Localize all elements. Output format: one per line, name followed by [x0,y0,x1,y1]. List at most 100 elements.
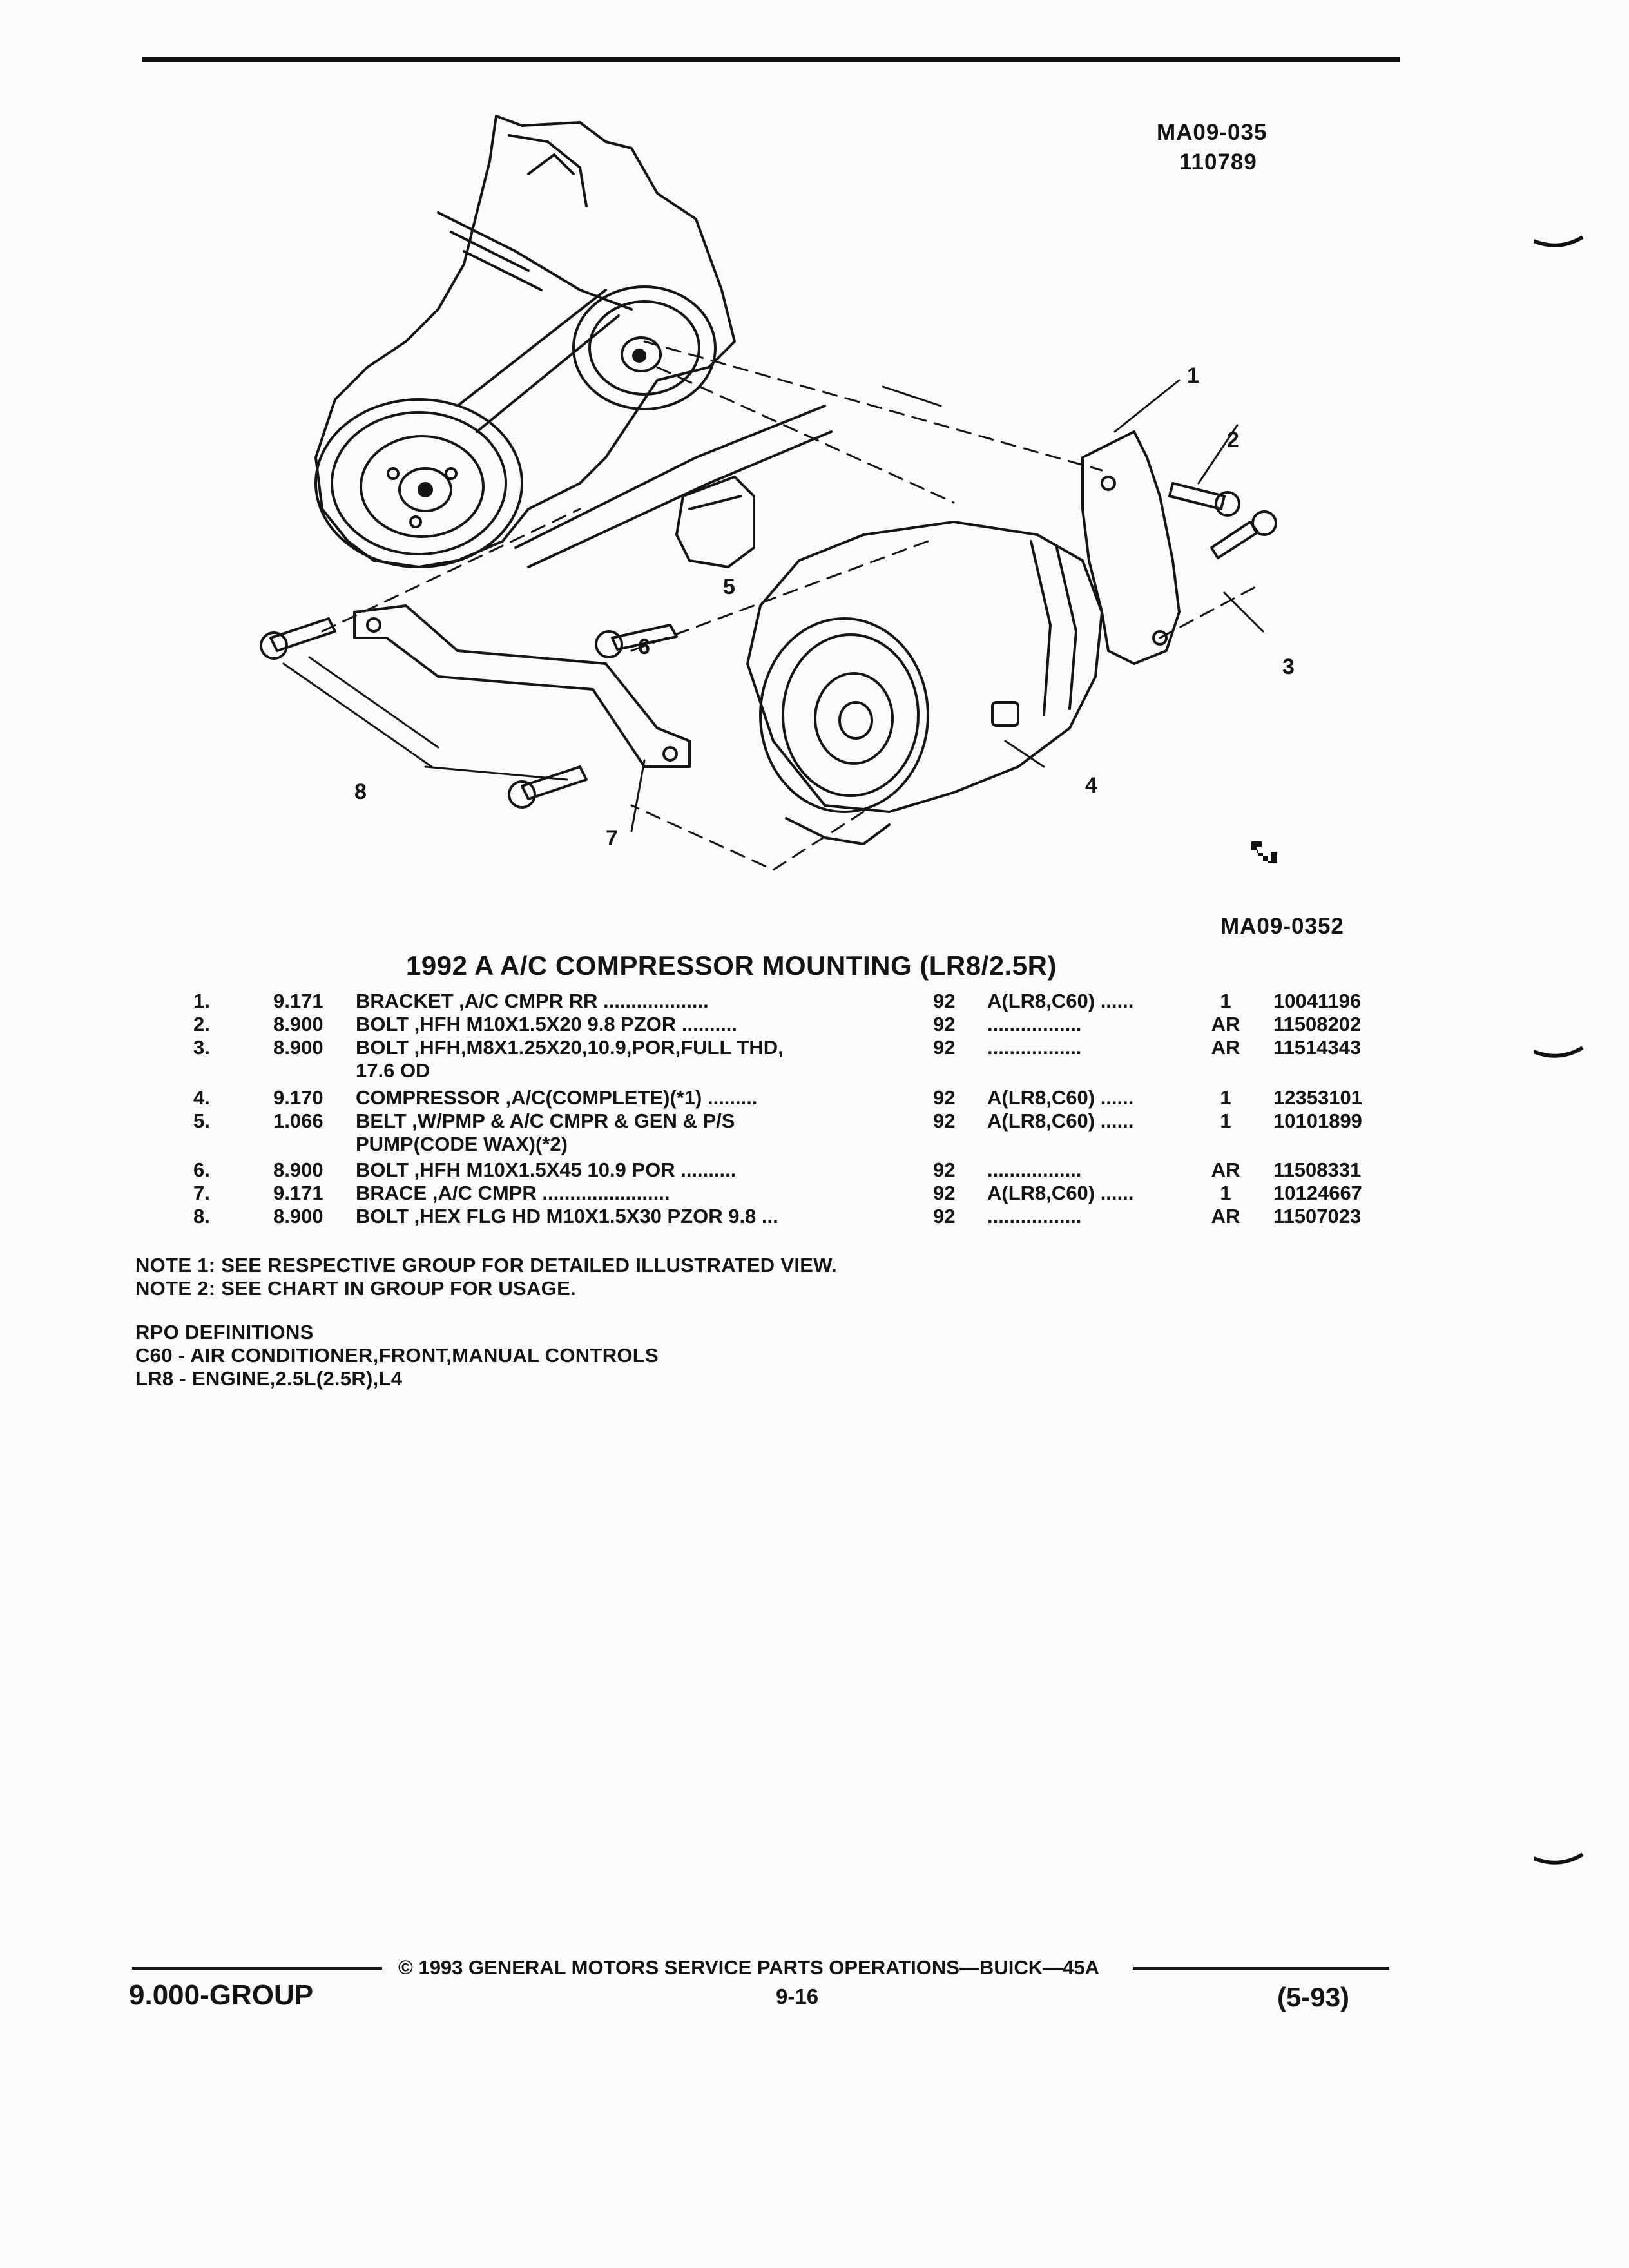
rear-bracket [1081,430,1181,665]
usage-code: A(LR8,C60) ...... [987,1086,1134,1109]
group-number: 1.066 [273,1110,323,1132]
bolts [260,482,1277,809]
quantity: AR [1211,1205,1240,1227]
footer-group: 9.000-GROUP [129,1979,314,2011]
table-row: 3. 8.900 BOLT ,HFH,M8X1.25X20,10.9,POR,F… [0,1036,1629,1059]
usage-code: A(LR8,C60) ...... [987,1182,1134,1204]
usage-code: A(LR8,C60) ...... [987,990,1134,1012]
usage-code: ................. [987,1205,1082,1227]
model-year: 92 [933,990,956,1012]
quantity: 1 [1220,1086,1231,1109]
callout-7: 7 [606,826,618,850]
pump-pulley [572,285,717,410]
rpo-definition: C60 - AIR CONDITIONER,FRONT,MANUAL CONTR… [135,1344,659,1367]
callout-2: 2 [1227,428,1239,452]
figure-id-bottom: MA09-0352 [1220,914,1344,939]
model-year: 92 [933,1205,956,1227]
compressor-brace [353,604,691,768]
usage-code: ................. [987,1036,1082,1059]
table-row: 5. 1.066 BELT ,W/PMP & A/C CMPR & GEN & … [0,1110,1629,1133]
compressor [746,521,1103,845]
part-description: BRACKET ,A/C CMPR RR ................... [356,990,709,1012]
callout-leaders [282,379,1264,832]
item-number: 1. [193,990,210,1012]
part-description-continued: PUMP(CODE WAX)(*2) [356,1133,568,1155]
mount-block [675,476,755,568]
model-year: 92 [933,1036,956,1059]
part-description: COMPRESSOR ,A/C(COMPLETE)(*1) ......... [356,1086,758,1109]
part-description: BRACE ,A/C CMPR ....................... [356,1182,670,1204]
figure-id-top-sub: 110789 [1179,149,1257,175]
quantity: AR [1211,1036,1240,1059]
footer-rule [132,1967,382,1970]
group-number: 8.900 [273,1205,323,1227]
model-year: 92 [933,1013,956,1035]
callout-5: 5 [723,575,735,599]
part-description: BOLT ,HFH M10X1.5X45 10.9 POR .......... [356,1158,737,1181]
model-year: 92 [933,1182,956,1204]
part-description: BOLT ,HFH,M8X1.25X20,10.9,POR,FULL THD, [356,1036,784,1059]
part-number: 11507023 [1273,1205,1362,1227]
callout-3: 3 [1282,655,1295,679]
binder-mark-icon [1534,235,1584,247]
group-number: 9.171 [273,1182,323,1204]
group-number: 9.171 [273,990,323,1012]
page-title: 1992 A A/C COMPRESSOR MOUNTING (LR8/2.5R… [406,950,1057,981]
part-number: 10101899 [1273,1110,1362,1132]
footer-date: (5-93) [1277,1982,1350,2012]
table-row: 4. 9.170 COMPRESSOR ,A/C(COMPLETE)(*1) .… [0,1086,1629,1110]
table-row: 2. 8.900 BOLT ,HFH M10X1.5X20 9.8 PZOR .… [0,1013,1629,1036]
binder-mark-icon [1534,1852,1584,1865]
item-number: 5. [193,1110,210,1132]
part-description: BELT ,W/PMP & A/C CMPR & GEN & P/S [356,1110,735,1132]
quantity: AR [1211,1013,1240,1035]
group-number: 8.900 [273,1036,323,1059]
model-year: 92 [933,1086,956,1109]
drive-belt [456,289,833,568]
model-year: 92 [933,1158,956,1181]
part-number: 11508202 [1273,1013,1362,1035]
table-row: 8. 8.900 BOLT ,HEX FLG HD M10X1.5X30 PZO… [0,1205,1629,1228]
part-description: BOLT ,HFH M10X1.5X20 9.8 PZOR .......... [356,1013,738,1035]
crank-pulley [314,398,523,568]
callout-8: 8 [354,780,367,804]
footer-rule [1133,1967,1389,1970]
callout-1: 1 [1187,363,1199,388]
group-number: 8.900 [273,1013,323,1035]
part-number: 10041196 [1273,990,1362,1012]
table-row: 1. 9.171 BRACKET ,A/C CMPR RR ..........… [0,990,1629,1013]
quantity: 1 [1220,990,1231,1012]
figure-id-top: MA09-035 [1157,120,1268,145]
note-1: NOTE 1: SEE RESPECTIVE GROUP FOR DETAILE… [135,1254,838,1276]
callout-4: 4 [1085,773,1097,798]
quantity: 1 [1220,1182,1231,1204]
quantity: AR [1211,1158,1240,1181]
usage-code: ................. [987,1013,1082,1035]
quantity: 1 [1220,1110,1231,1132]
item-number: 7. [193,1182,210,1204]
item-number: 2. [193,1013,210,1035]
item-number: 3. [193,1036,210,1059]
part-number: 12353101 [1273,1086,1362,1109]
gm-logo-icon [1251,841,1277,863]
group-number: 8.900 [273,1158,323,1181]
item-number: 8. [193,1205,210,1227]
rpo-heading: RPO DEFINITIONS [135,1321,314,1343]
group-number: 9.170 [273,1086,323,1109]
alignment-lines [321,340,1258,871]
part-number: 11508331 [1273,1158,1362,1181]
part-number: 11514343 [1273,1036,1362,1059]
part-number: 10124667 [1273,1182,1362,1204]
rpo-definition: LR8 - ENGINE,2.5L(2.5R),L4 [135,1367,403,1390]
table-row: 7. 9.171 BRACE ,A/C CMPR ...............… [0,1182,1629,1205]
item-number: 4. [193,1086,210,1109]
model-year: 92 [933,1110,956,1132]
item-number: 6. [193,1158,210,1181]
footer-copyright: © 1993 GENERAL MOTORS SERVICE PARTS OPER… [398,1956,1099,1979]
part-description-continued: 17.6 OD [356,1059,430,1082]
usage-code: ................. [987,1158,1082,1181]
usage-code: A(LR8,C60) ...... [987,1110,1134,1132]
note-2: NOTE 2: SEE CHART IN GROUP FOR USAGE. [135,1277,576,1300]
top-rule [142,57,1400,62]
engine-block [314,115,736,568]
